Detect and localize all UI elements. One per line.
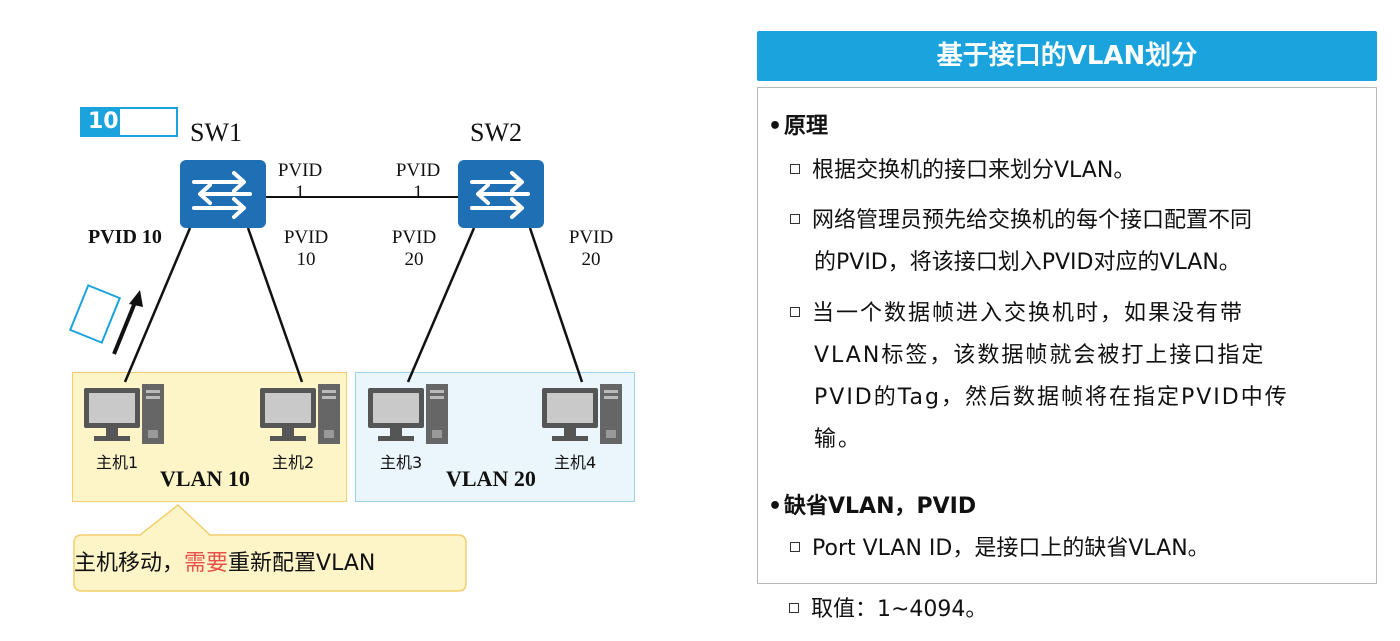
list-item: Port VLAN ID，是接口上的缺省VLAN。 bbox=[790, 528, 1370, 570]
host2-label: 主机2 bbox=[272, 453, 315, 472]
callout-text: 主机移动，需要重新配置VLAN bbox=[74, 551, 376, 576]
frame-icon bbox=[68, 284, 122, 344]
switch-icon bbox=[180, 160, 266, 228]
switch-icon bbox=[458, 160, 544, 228]
panel-title: 基于接口的VLAN划分 bbox=[757, 31, 1377, 81]
link-sw1-host2 bbox=[246, 227, 304, 383]
host4-label: 主机4 bbox=[554, 453, 597, 472]
host3-label: 主机3 bbox=[380, 453, 423, 472]
link-sw2-host4 bbox=[528, 227, 584, 383]
vlan-tag-number: 10 bbox=[82, 109, 120, 135]
computer-icon bbox=[260, 384, 340, 444]
vlan20-label: VLAN 20 bbox=[446, 466, 536, 491]
diagram-links bbox=[68, 160, 622, 592]
link-sw1-host1 bbox=[123, 227, 192, 383]
move-arrow-icon bbox=[112, 290, 143, 355]
section-heading: •缺省VLAN，PVID bbox=[768, 494, 977, 519]
computer-icon bbox=[84, 384, 164, 444]
sw2-label: SW2 bbox=[470, 118, 522, 147]
list-item: 根据交换机的接口来划分VLAN。 bbox=[790, 150, 1370, 192]
callout-highlight: 需要 bbox=[184, 551, 229, 576]
computer-icon bbox=[368, 384, 448, 444]
vlan10-label: VLAN 10 bbox=[160, 466, 250, 491]
list-item: 取值：1~4094。 bbox=[789, 589, 1369, 631]
list-item: 网络管理员预先给交换机的每个接口配置不同 的PVID，将该接口划入PVID对应的… bbox=[790, 200, 1370, 284]
host1-label: 主机1 bbox=[96, 453, 139, 472]
callout-bubble bbox=[73, 504, 467, 592]
section-heading: •原理 bbox=[768, 114, 829, 139]
link-sw2-host3 bbox=[406, 227, 476, 383]
info-panel: 基于接口的VLAN划分 •原理 根据交换机的接口来划分VLAN。 网络管理员预先… bbox=[757, 31, 1377, 622]
list-item: 当一个数据帧进入交换机时，如果没有带 VLAN标签，该数据帧就会被打上接口指定 … bbox=[790, 293, 1370, 461]
vlan-tag-badge: 10 bbox=[80, 107, 178, 137]
sw1-label: SW1 bbox=[190, 118, 242, 147]
pvid-host-label: PVID 10 bbox=[88, 226, 162, 248]
panel-body: •原理 根据交换机的接口来划分VLAN。 网络管理员预先给交换机的每个接口配置不… bbox=[757, 87, 1377, 584]
computer-icon bbox=[542, 384, 622, 444]
